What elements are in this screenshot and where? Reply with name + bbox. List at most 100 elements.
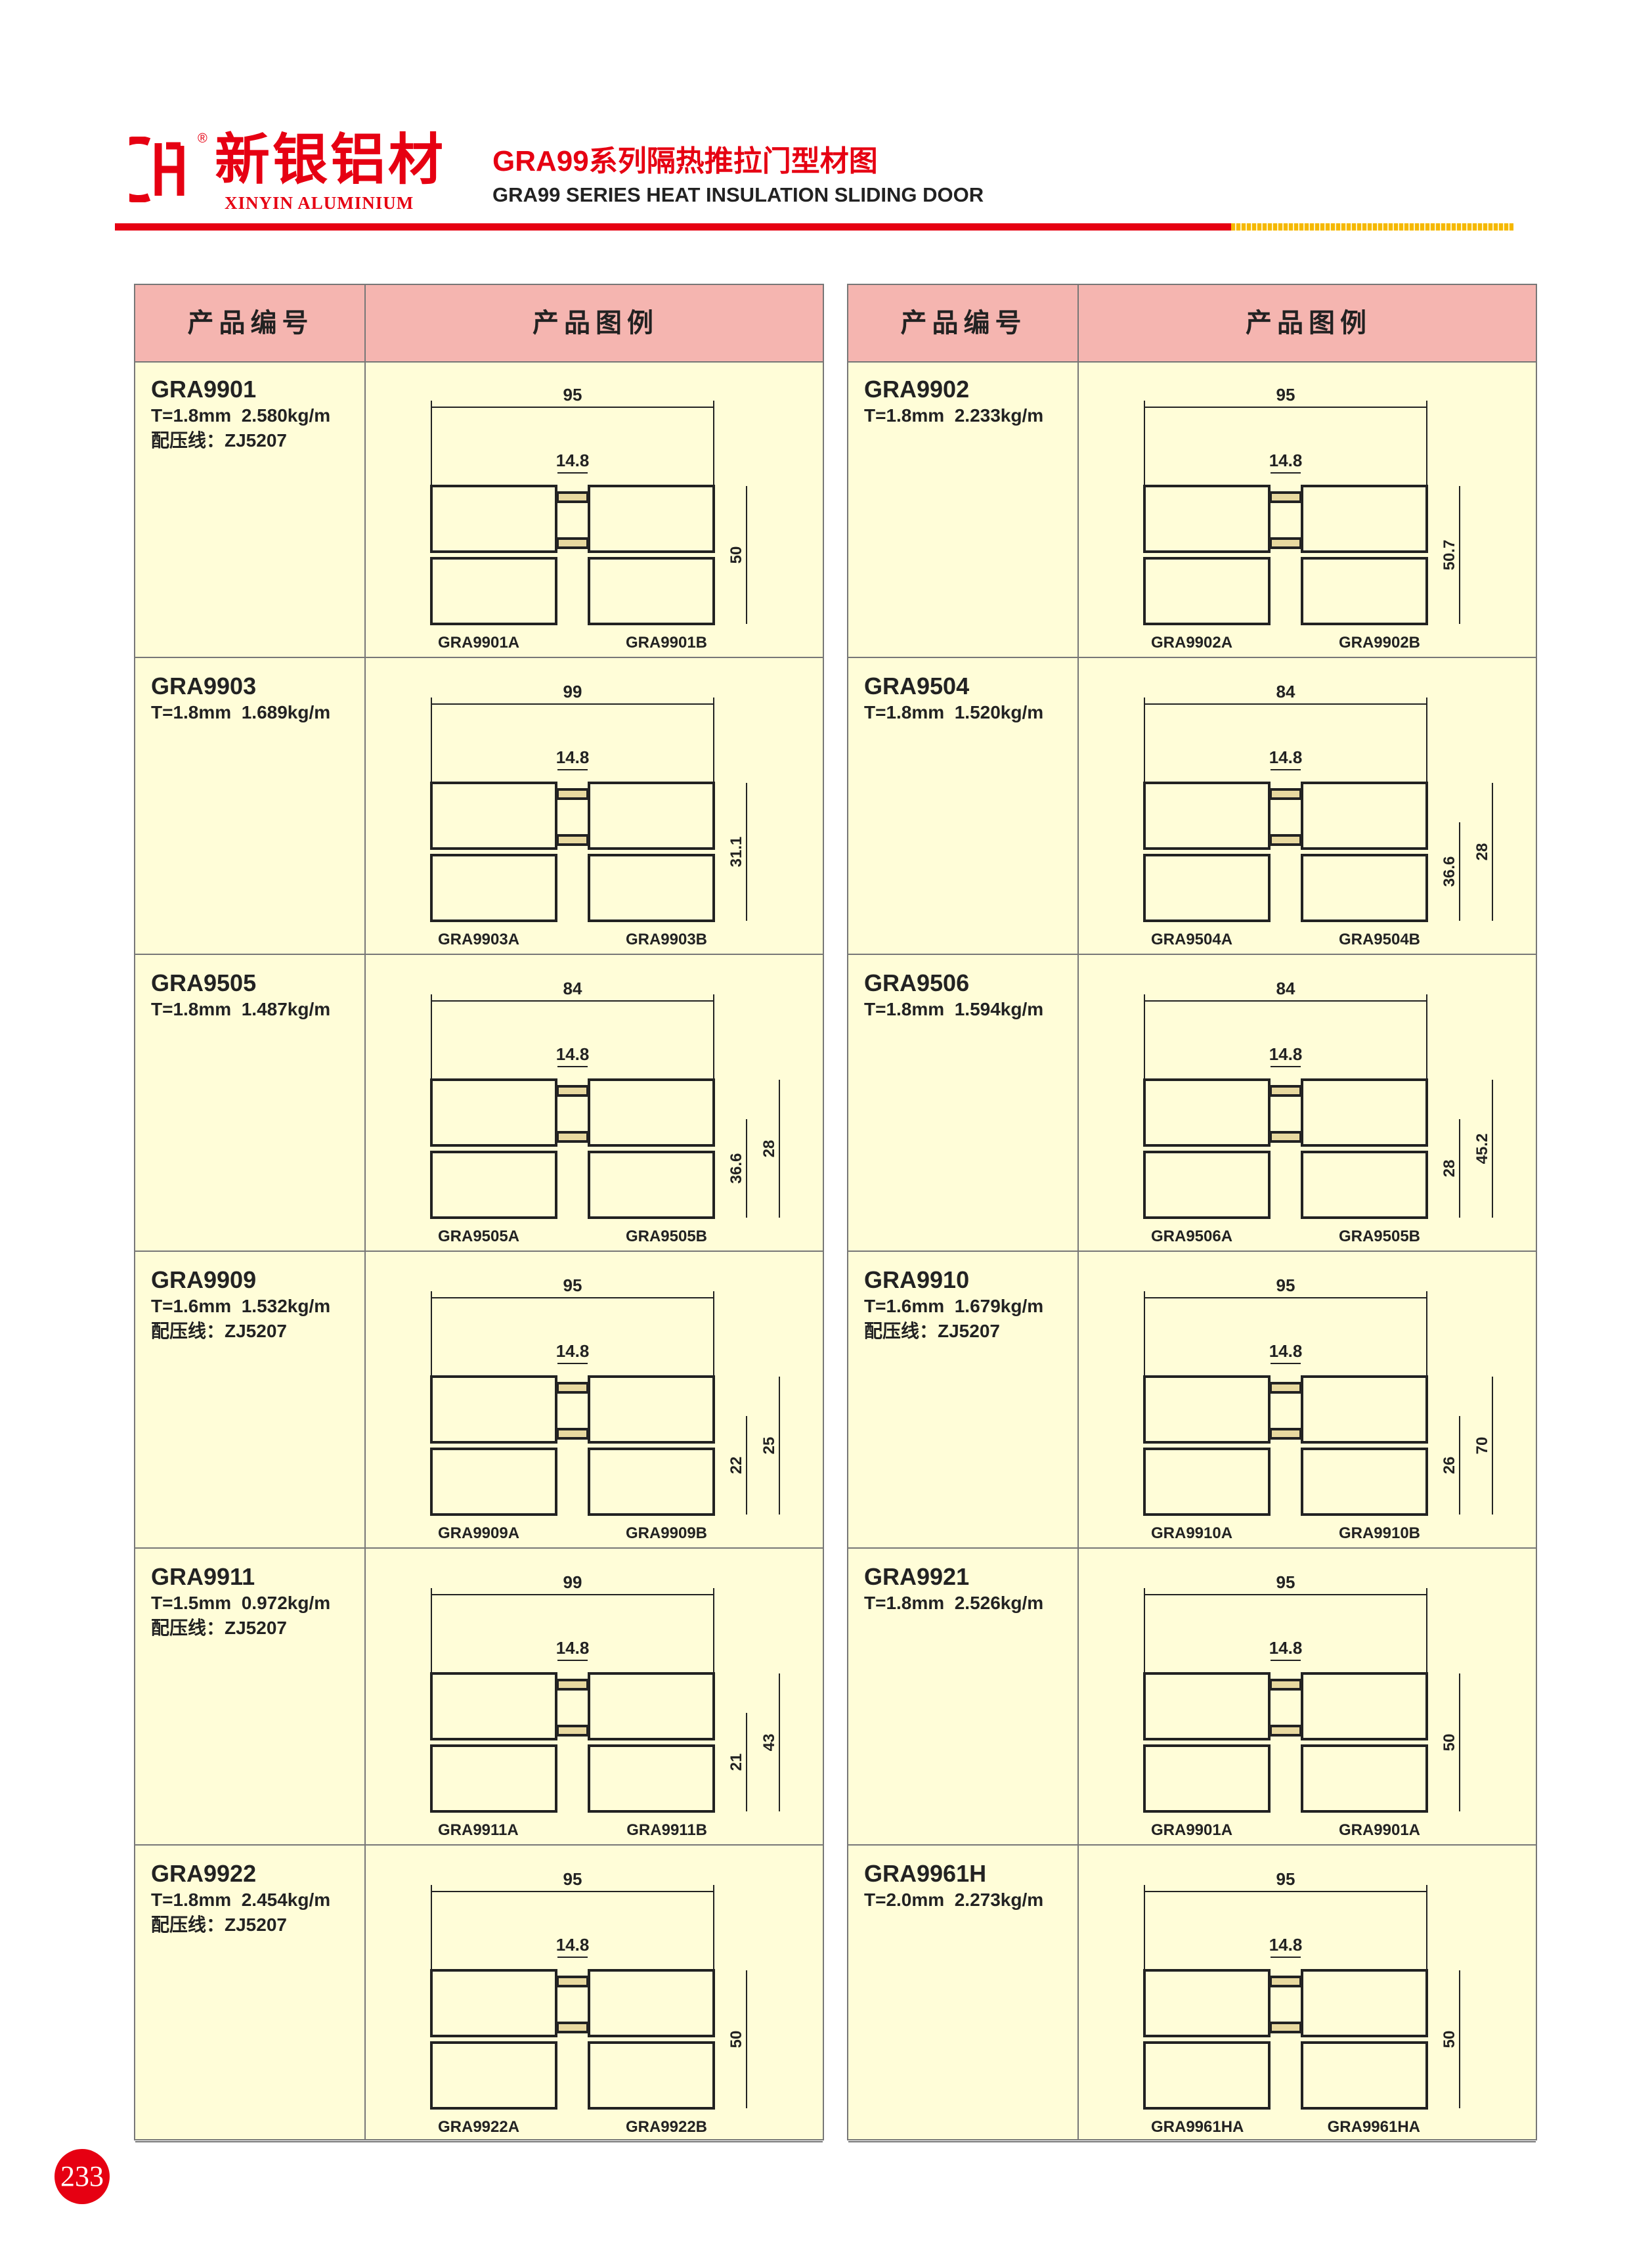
dimension-lines bbox=[431, 1291, 780, 1515]
profile-b-upper bbox=[1301, 1078, 1428, 1147]
break-width-dimension: 14.8 bbox=[1269, 1638, 1303, 1658]
break-width-dimension: 14.8 bbox=[556, 1044, 590, 1064]
product-spec: T=1.5mm 0.972kg/m bbox=[151, 1593, 331, 1613]
dimension-lines bbox=[431, 1885, 747, 2108]
page-title-en: GRA99 SERIES HEAT INSULATION SLIDING DOO… bbox=[492, 183, 984, 206]
height-dimension: 50 bbox=[1441, 2031, 1458, 2048]
profile-b-lower bbox=[588, 1448, 715, 1516]
dimension-lines bbox=[1144, 1885, 1460, 2108]
press-line: 配压线：ZJ5207 bbox=[151, 430, 287, 451]
product-spec: T=1.8mm 2.454kg/m bbox=[151, 1890, 331, 1910]
part-label-b: GRA9901A bbox=[1339, 1821, 1420, 1839]
part-label-b: GRA9911B bbox=[626, 1821, 707, 1839]
break-width-dimension: 14.8 bbox=[1269, 1044, 1303, 1064]
profile-b-upper bbox=[1301, 782, 1428, 850]
profile-outline bbox=[1143, 1969, 1428, 2110]
profile-a-lower bbox=[430, 1744, 557, 1813]
profile-outline bbox=[1143, 1078, 1428, 1219]
part-label-a: GRA9911A bbox=[438, 1821, 519, 1839]
profile-outline bbox=[430, 782, 715, 922]
height-dimension: 26 bbox=[1441, 1457, 1458, 1474]
profile-b-upper bbox=[588, 1375, 715, 1444]
break-width-dimension: 14.8 bbox=[556, 1935, 590, 1955]
thermal-break-strip bbox=[556, 1976, 589, 1987]
break-width-dimension: 14.8 bbox=[1269, 1935, 1303, 1955]
page-title-cn: GRA99系列隔热推拉门型材图 bbox=[492, 145, 878, 177]
height-dimension: 21 bbox=[728, 1754, 745, 1771]
profile-a-lower bbox=[1143, 854, 1271, 922]
part-label-a: GRA9922A bbox=[438, 2118, 519, 2136]
profile-a-lower bbox=[430, 1448, 557, 1516]
profile-a-upper bbox=[1143, 1078, 1271, 1147]
profile-a-lower bbox=[430, 854, 557, 922]
profile-b-lower bbox=[1301, 854, 1428, 922]
width-dimension: 84 bbox=[563, 979, 582, 998]
profile-a-lower bbox=[1143, 557, 1271, 625]
thermal-break-strip bbox=[556, 1679, 589, 1691]
height-dimension: 43 bbox=[760, 1734, 778, 1752]
profile-b-upper bbox=[1301, 1969, 1428, 2037]
product-code: GRA9505 bbox=[151, 969, 257, 996]
header-product-diagram: 产品图例 bbox=[533, 308, 659, 338]
profile-outline bbox=[1143, 1672, 1428, 1813]
thermal-break-strip bbox=[556, 1085, 589, 1097]
break-width-dimension: 14.8 bbox=[1269, 1341, 1303, 1361]
height-dimension: 28 bbox=[1441, 1160, 1458, 1178]
profile-outline bbox=[430, 485, 715, 625]
profile-b-lower bbox=[588, 1151, 715, 1219]
thermal-break-strip bbox=[556, 491, 589, 503]
product-code: GRA9922 bbox=[151, 1860, 257, 1887]
part-label-a: GRA9506A bbox=[1151, 1228, 1232, 1245]
dimension-lines bbox=[1144, 1588, 1460, 1811]
thermal-break-strip bbox=[1269, 1131, 1302, 1143]
part-label-b: GRA9505B bbox=[626, 1228, 707, 1245]
dimension-lines bbox=[431, 697, 747, 921]
dimension-lines bbox=[1144, 1291, 1493, 1515]
product-code: GRA9901 bbox=[151, 376, 257, 403]
width-dimension: 95 bbox=[563, 385, 582, 405]
product-code: GRA9909 bbox=[151, 1266, 257, 1293]
thermal-break-strip bbox=[556, 1382, 589, 1394]
table-header: 产品编号产品图例 bbox=[135, 285, 823, 363]
profile-b-upper bbox=[588, 1672, 715, 1740]
profile-b-lower bbox=[588, 557, 715, 625]
height-dimension: 36.6 bbox=[1441, 856, 1458, 887]
thermal-break-strip bbox=[1269, 1382, 1302, 1394]
part-label-a: GRA9902A bbox=[1151, 634, 1232, 652]
height-dimension: 36.6 bbox=[728, 1153, 745, 1184]
width-dimension: 95 bbox=[1276, 1869, 1295, 1889]
registered-mark: ® bbox=[198, 131, 207, 146]
height-dimension: 25 bbox=[760, 1437, 778, 1455]
part-label-a: GRA9903A bbox=[438, 931, 519, 948]
part-label-a: GRA9901A bbox=[1151, 1821, 1232, 1839]
profile-a-upper bbox=[1143, 485, 1271, 553]
part-label-b: GRA9504B bbox=[1339, 931, 1420, 948]
profile-a-upper bbox=[1143, 1969, 1271, 2037]
dimension-lines bbox=[431, 994, 780, 1218]
part-label-b: GRA9910B bbox=[1339, 1524, 1420, 1542]
product-spec: T=1.8mm 1.487kg/m bbox=[151, 999, 331, 1019]
width-dimension: 84 bbox=[1276, 682, 1295, 701]
height-dimension: 28 bbox=[1473, 843, 1491, 861]
product-code: GRA9921 bbox=[864, 1563, 970, 1590]
column-divider bbox=[364, 285, 366, 2139]
thermal-break-strip bbox=[1269, 1679, 1302, 1691]
profile-b-upper bbox=[588, 1969, 715, 2037]
profile-outline bbox=[1143, 782, 1428, 922]
